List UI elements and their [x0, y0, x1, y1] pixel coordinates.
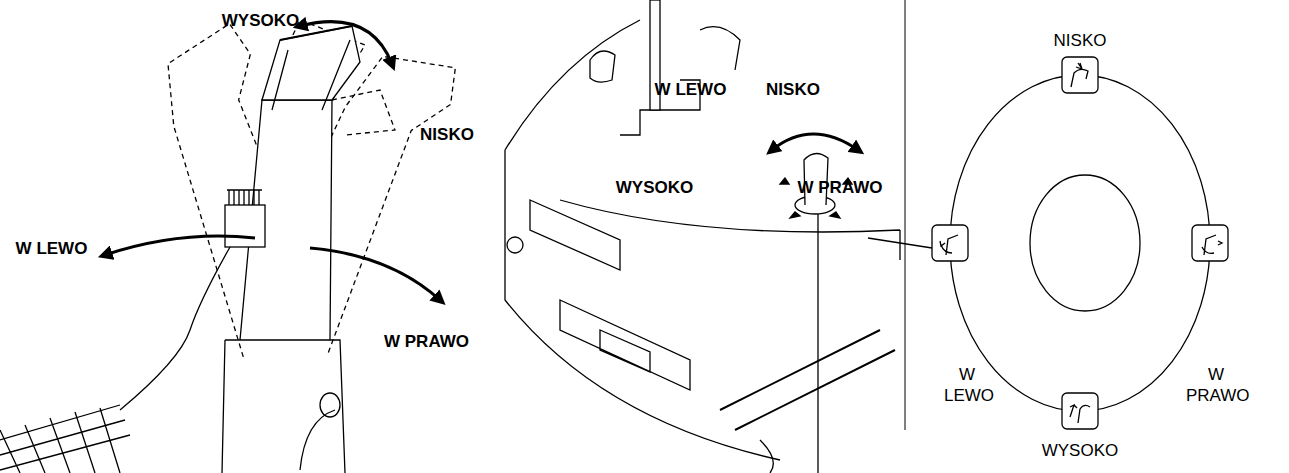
control-cable	[120, 247, 230, 410]
direction-label: W LEWO	[648, 79, 733, 100]
console-switch	[560, 300, 690, 390]
high-icon	[1062, 393, 1098, 429]
icon-glyph	[1071, 63, 1088, 87]
leader-line	[817, 214, 818, 473]
direction-label: W LEWO	[4, 238, 99, 259]
direction-label: W PRAWO	[790, 177, 890, 198]
joystick-arrow	[772, 134, 858, 150]
icon-glyph	[1202, 235, 1222, 255]
console-button	[507, 237, 523, 253]
motor-box	[225, 205, 265, 247]
deflector-ghost-low	[332, 90, 395, 135]
console-outline	[505, 20, 900, 460]
deflector-rod	[272, 40, 350, 110]
panel-ring	[950, 75, 1210, 411]
leader-line	[868, 238, 932, 248]
chute-deflector	[262, 26, 360, 100]
grid-mesh	[0, 405, 130, 473]
left-icon	[932, 225, 968, 261]
left-arrow	[105, 236, 255, 255]
right-icon	[1192, 225, 1228, 261]
icon-glyph	[940, 235, 958, 255]
right-arrow	[310, 248, 440, 300]
handlebar	[720, 330, 895, 430]
direction-label: NISKO	[416, 124, 478, 145]
base-hole	[320, 393, 340, 417]
direction-label: WYSOKO	[1040, 440, 1120, 461]
panel-center	[1030, 175, 1140, 311]
display-slot	[530, 200, 620, 270]
handle-wire	[760, 440, 773, 473]
motor-fins	[227, 190, 262, 205]
console-knob	[590, 51, 615, 82]
direction-label: W PRAWO	[1186, 364, 1246, 406]
high-low-arrow	[300, 22, 392, 64]
low-icon	[1062, 57, 1098, 93]
console-part	[700, 27, 740, 70]
icon-glyph	[1070, 405, 1090, 423]
direction-label: W PRAWO	[374, 331, 479, 352]
direction-label: WYSOKO	[213, 10, 308, 31]
chute-base	[222, 340, 345, 473]
direction-label: W LEWO	[944, 364, 990, 406]
direction-label: NISKO	[762, 79, 824, 100]
panel-divider	[905, 0, 906, 430]
direction-label: WYSOKO	[612, 177, 697, 198]
direction-label: NISKO	[1050, 30, 1110, 51]
